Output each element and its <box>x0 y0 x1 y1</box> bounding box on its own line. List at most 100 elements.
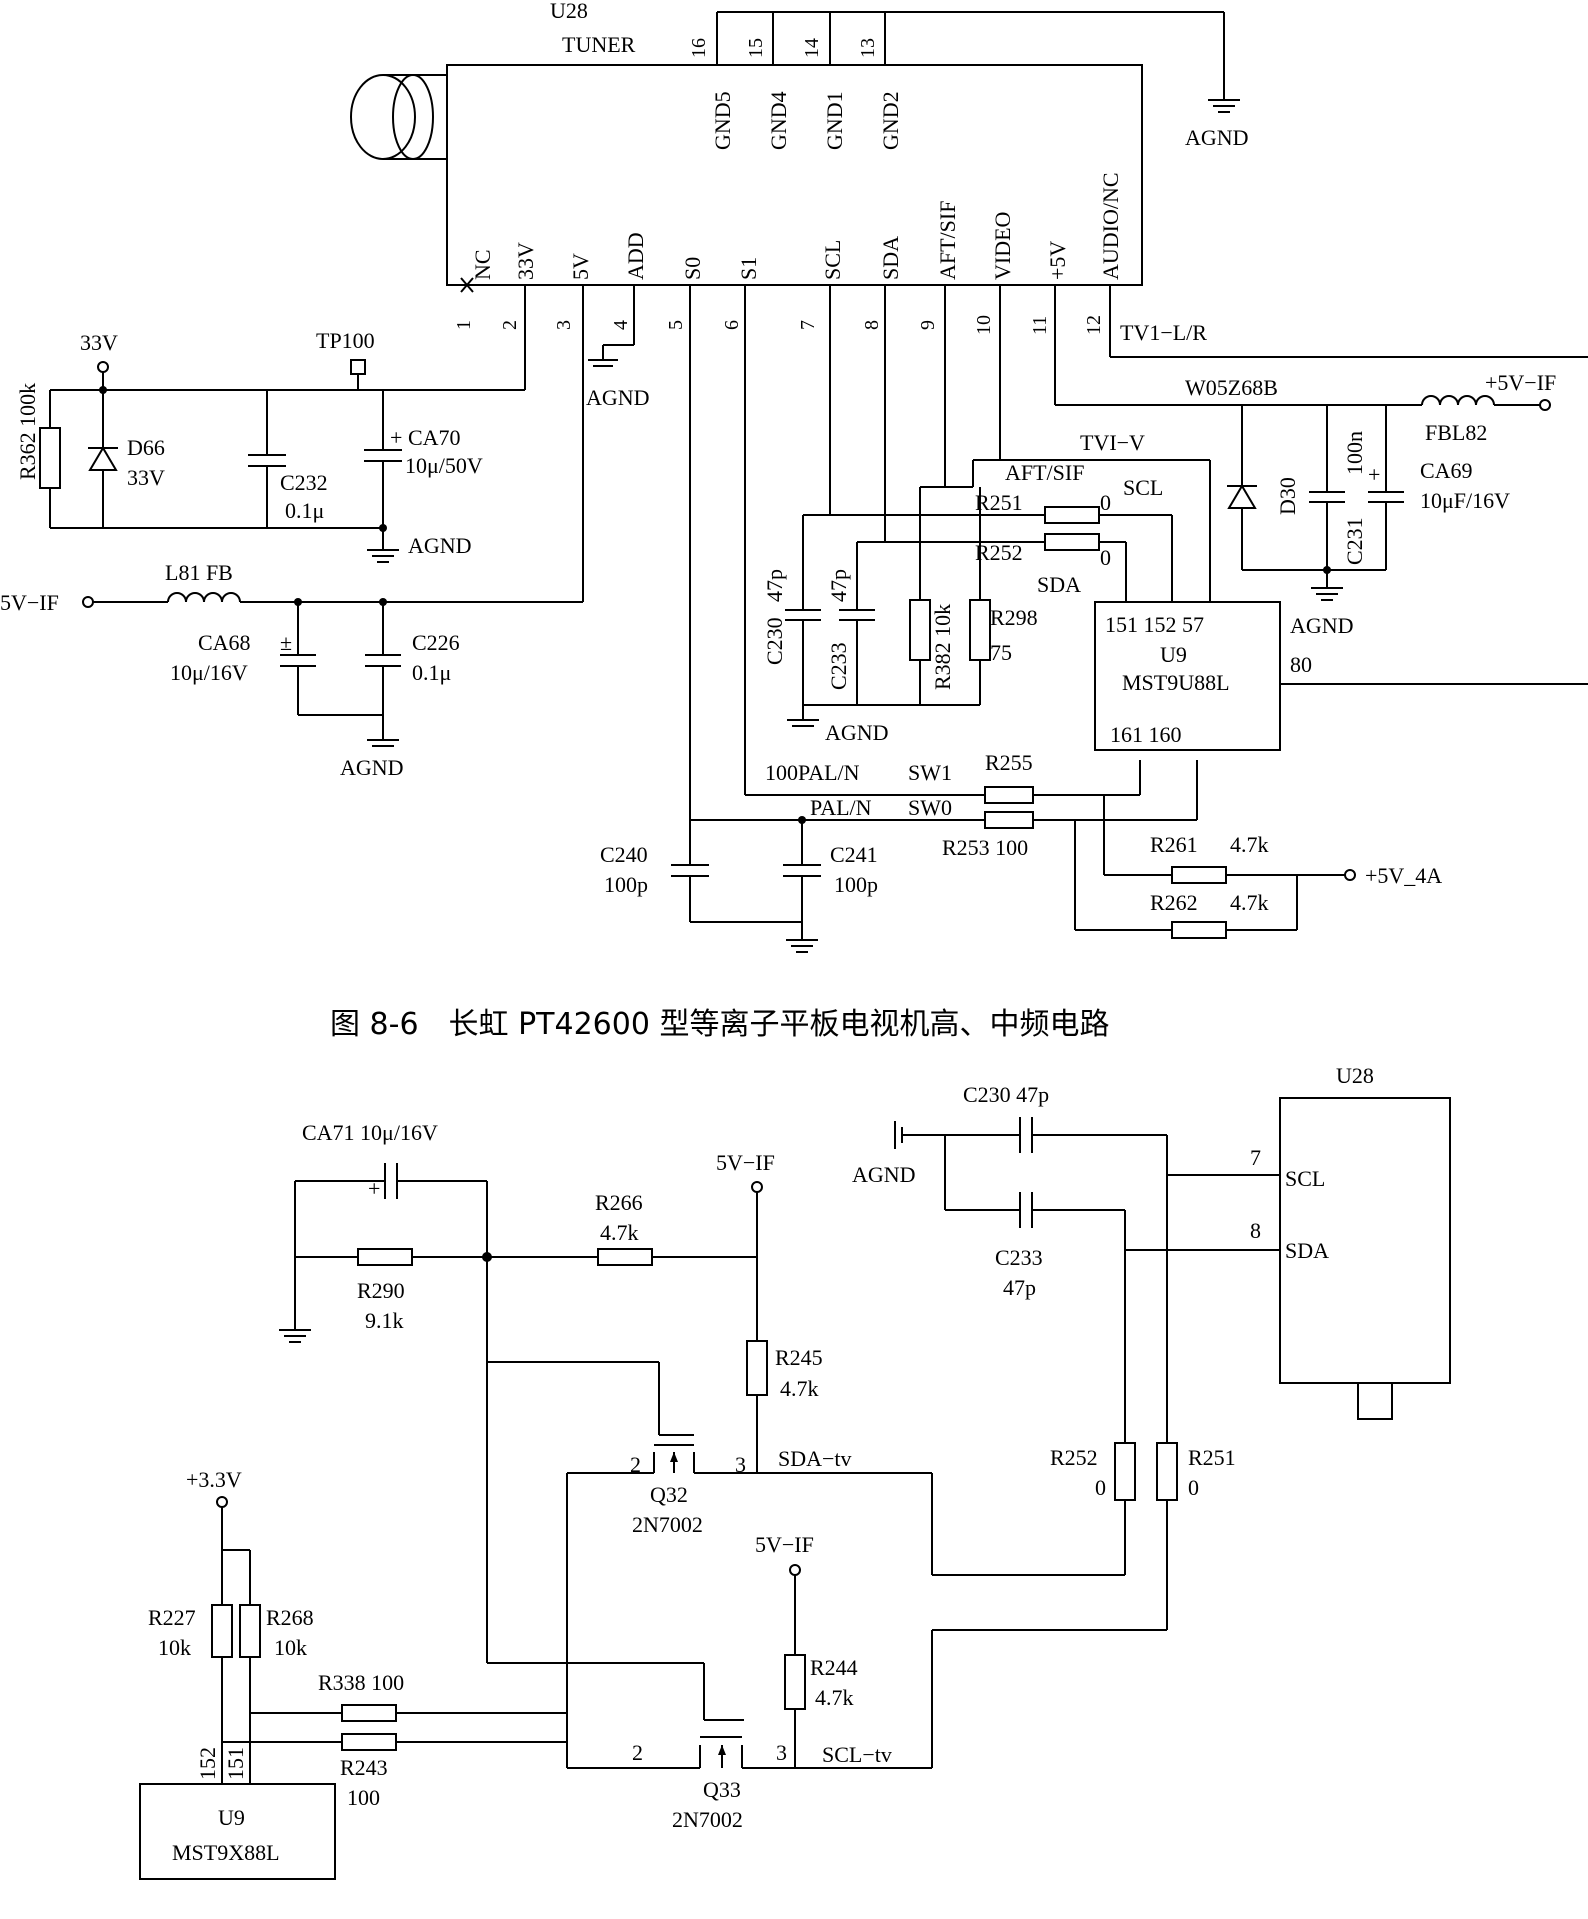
net-3v3: +3.3V <box>186 1467 242 1492</box>
l81-label: L81 FB <box>165 560 233 585</box>
tuner-pin-name-5v-b: +5V <box>1045 241 1070 280</box>
u9-name: MST9U88L <box>1122 670 1230 695</box>
resistor-r255 <box>984 786 1034 804</box>
c230-label-f2: C230 47p <box>963 1082 1049 1107</box>
c240-label: C240 <box>600 842 648 867</box>
tuner-ref: U28 <box>550 0 588 23</box>
resistor-r251-f2 <box>1156 1442 1178 1501</box>
resistor-r252-f2 <box>1114 1442 1136 1501</box>
sda-label-f1: SDA <box>1037 572 1081 597</box>
sw1-label: SW1 <box>908 760 952 785</box>
c230-value: 47p <box>762 569 787 602</box>
u9-ref: U9 <box>1160 642 1187 667</box>
pal100-label: 100PAL/N <box>765 760 860 785</box>
r268-value: 10k <box>274 1635 307 1660</box>
node-5v-if-a <box>751 1181 763 1193</box>
tviv-label: TVI−V <box>1080 430 1145 455</box>
resistor-r243 <box>341 1733 397 1751</box>
resistor-r262 <box>1171 921 1227 939</box>
net-5v-4a: +5V_4A <box>1365 863 1442 888</box>
node-5v-4a <box>1344 869 1356 881</box>
q32-pin3: 3 <box>735 1452 746 1477</box>
ca71-label: CA71 10μ/16V <box>302 1120 438 1145</box>
resistor-r266 <box>597 1248 653 1266</box>
tuner-pin-name-s0: S0 <box>680 257 705 280</box>
c231-label: C231 <box>1342 517 1367 565</box>
q33-pin2: 2 <box>632 1740 643 1765</box>
r266-label: R266 <box>595 1190 643 1215</box>
tuner-pin-13: 13 <box>857 38 879 58</box>
tuner-pin-name-video: VIDEO <box>990 212 1015 280</box>
r382-label: R382 10k <box>930 604 955 690</box>
net-33v: 33V <box>80 330 118 355</box>
r252-value-f2: 0 <box>1095 1475 1106 1500</box>
d66-value: 33V <box>127 465 165 490</box>
sw0-label: SW0 <box>908 795 952 820</box>
r298-value: 75 <box>990 640 1012 665</box>
q33-type: 2N7002 <box>672 1807 743 1832</box>
tuner-pin-name-s1: S1 <box>736 257 761 280</box>
r251-label-f1: R251 <box>975 490 1023 515</box>
c241-value: 100p <box>834 872 878 897</box>
node-33v <box>97 361 109 373</box>
rf-connector-icon <box>350 74 447 160</box>
tuner-pin-11: 11 <box>1029 316 1051 335</box>
u28-pin7: 7 <box>1250 1145 1261 1170</box>
u9-name-f2: MST9X88L <box>172 1840 280 1865</box>
c233-label: C233 <box>826 642 851 690</box>
tuner-pin-name-nc: NC <box>470 249 495 280</box>
c232-value: 0.1μ <box>285 498 324 523</box>
tuner-pin-2: 2 <box>499 320 521 330</box>
r244-value: 4.7k <box>815 1685 854 1710</box>
r244-label: R244 <box>810 1655 858 1680</box>
resistor-r251 <box>1044 506 1100 524</box>
resistor-r362 <box>39 427 61 489</box>
agnd-label-ca70: AGND <box>408 533 472 558</box>
aft-sif-label: AFT/SIF <box>1005 460 1084 485</box>
r362-label: R362 100k <box>15 383 40 480</box>
supply-right-network: W05Z68B +5V−IF FBL82 D30 100n C231 + CA6… <box>1054 285 1588 638</box>
c233-value: 47p <box>826 569 851 602</box>
resistor-r245 <box>746 1340 768 1396</box>
agnd-label-top: AGND <box>1185 125 1249 150</box>
tuner-pin-name-audio-nc: AUDIO/NC <box>1098 172 1123 280</box>
r262-value: 4.7k <box>1230 890 1269 915</box>
r252-label-f2: R252 <box>1050 1445 1098 1470</box>
tuner-pin-12: 12 <box>1083 315 1105 335</box>
tp100-label: TP100 <box>316 328 375 353</box>
figure-1-if-circuit: U28 TUNER 16 15 14 13 GND5 GND4 GND1 GND… <box>0 0 1588 1042</box>
ca70-value: 10μ/50V <box>405 453 483 478</box>
agnd-label-c230: AGND <box>825 720 889 745</box>
tuner-pin-15: 15 <box>745 38 767 58</box>
net-5v-if-b: 5V−IF <box>755 1532 814 1557</box>
c232-label: C232 <box>280 470 328 495</box>
tuner-pin-9: 9 <box>917 320 939 330</box>
c226-label: C226 <box>412 630 460 655</box>
testpoint-tp100 <box>350 359 366 375</box>
r227-value: 10k <box>158 1635 191 1660</box>
tuner-pin-name-sda: SDA <box>878 236 903 280</box>
inductor-fbl82 <box>1421 395 1495 406</box>
ca68-label: CA68 <box>198 630 251 655</box>
u28-pin8: 8 <box>1250 1218 1261 1243</box>
agnd-label-c226: AGND <box>340 755 404 780</box>
tuner-pin-name-aft-sif: AFT/SIF <box>935 201 960 280</box>
d66-label: D66 <box>127 435 165 460</box>
ca69-value: 10μF/16V <box>1420 488 1510 513</box>
add-pin-ground: AGND <box>586 285 650 410</box>
resistor-r298 <box>969 599 991 661</box>
u28-scl: SCL <box>1285 1166 1325 1191</box>
u9-pins-top: 151 152 57 <box>1105 612 1204 637</box>
tuner-pin-16: 16 <box>688 38 710 58</box>
q33-pin3: 3 <box>776 1740 787 1765</box>
pal-label: PAL/N <box>810 795 872 820</box>
u28-connector <box>1357 1382 1393 1420</box>
ca68-value: 10μ/16V <box>170 660 248 685</box>
resistor-r227 <box>211 1604 233 1658</box>
r262-label: R262 <box>1150 890 1198 915</box>
tuner-name: TUNER <box>562 32 636 57</box>
r290-value: 9.1k <box>365 1308 404 1333</box>
c226-value: 0.1μ <box>412 660 451 685</box>
supply-33v-network: 33V TP100 R362 100k D66 33V C232 0.1μ + … <box>15 285 526 563</box>
